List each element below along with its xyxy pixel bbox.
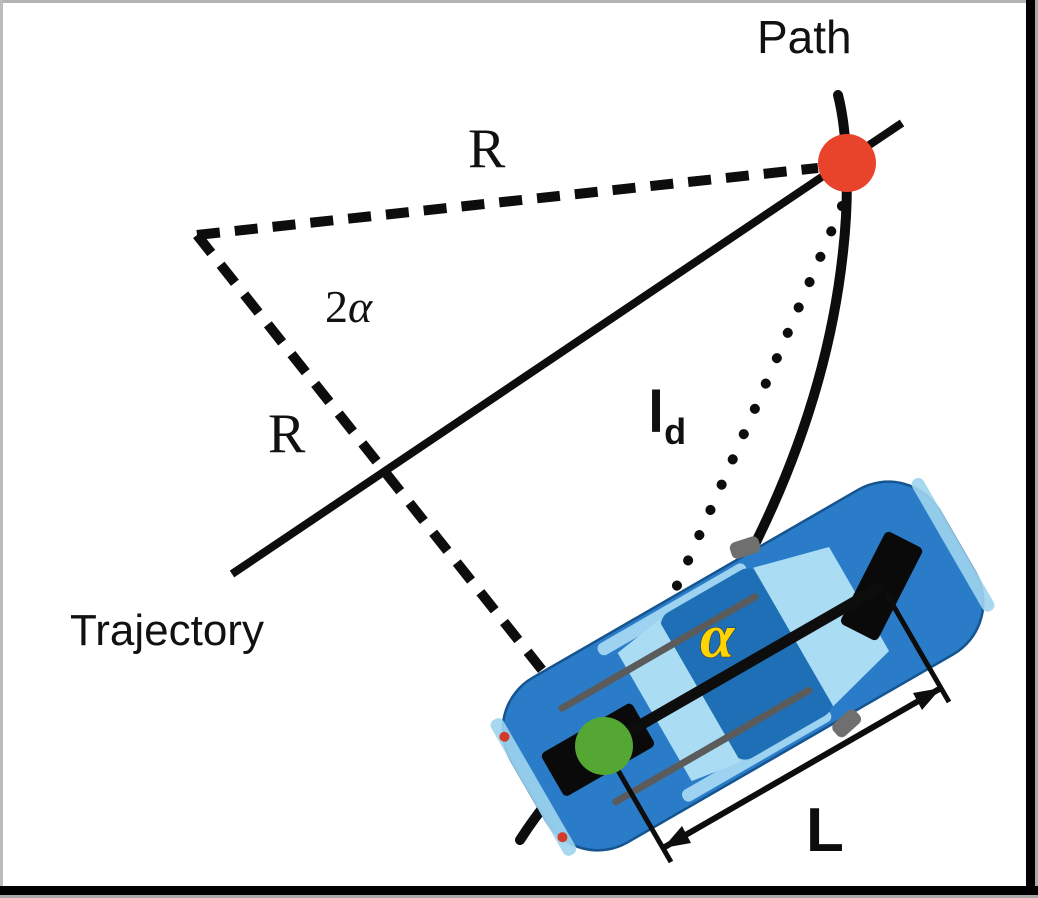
radius-line-to-vehicle — [193, 231, 554, 684]
lookahead-subscript: d — [664, 411, 686, 452]
label-central-angle: 2α — [325, 281, 373, 332]
wheelbase-dimension-arrow — [661, 685, 943, 851]
arrowhead-front — [913, 688, 941, 710]
label-central-angle-symbol: α — [348, 281, 373, 332]
figure-border-bottom-outer — [0, 895, 1038, 898]
car-roof-rail-right — [612, 686, 813, 806]
label-radius-left: R — [268, 403, 306, 465]
label-trajectory: Trajectory — [70, 606, 264, 655]
radius-line-to-goal — [196, 163, 819, 240]
figure-border-left — [0, 0, 3, 898]
figure-border-top — [0, 0, 1038, 3]
car-side-window-left — [597, 563, 747, 656]
arrowhead-rear — [663, 826, 691, 848]
label-wheelbase: L — [806, 796, 844, 865]
car-roof-rail-left — [558, 593, 759, 712]
lookahead-letter: l — [648, 380, 664, 445]
label-path: Path — [757, 11, 852, 63]
car-mirror-left — [729, 536, 761, 559]
car-rear-bumper-trim — [490, 718, 577, 856]
label-radius-top: R — [468, 118, 506, 180]
label-central-angle-number: 2 — [325, 281, 348, 332]
heading-axis-line — [601, 581, 885, 751]
rear-axle-point — [575, 717, 633, 775]
label-alpha: α — [700, 603, 736, 671]
trajectory-line — [229, 119, 905, 578]
witness-line-front — [883, 591, 952, 704]
car-front-bumper-trim — [911, 477, 995, 612]
car-taillight-right — [557, 832, 568, 843]
car-taillight-left — [499, 731, 510, 742]
label-lookahead-distance: ld — [648, 380, 686, 452]
witness-line-rear — [605, 751, 674, 864]
figure-border-right-outer — [1035, 0, 1038, 898]
figure-border-bottom — [0, 886, 1038, 895]
goal-point — [818, 134, 876, 192]
car-mirror-right — [832, 709, 862, 738]
figure-border-right — [1026, 0, 1035, 898]
